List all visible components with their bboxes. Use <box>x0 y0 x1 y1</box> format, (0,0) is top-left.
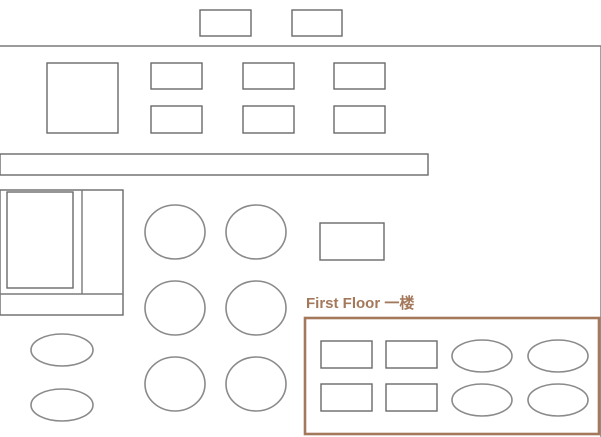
small-table[interactable] <box>242 105 295 134</box>
zone-oval-table[interactable] <box>527 339 589 373</box>
round-table[interactable] <box>225 356 287 412</box>
small-table[interactable] <box>150 105 203 134</box>
oval-table[interactable] <box>30 333 94 367</box>
small-table[interactable] <box>242 62 295 90</box>
zone-table[interactable] <box>320 340 373 369</box>
small-table[interactable] <box>150 62 203 90</box>
small-table[interactable] <box>333 105 386 134</box>
rect-table[interactable] <box>319 222 385 261</box>
first-floor-zone[interactable] <box>303 316 601 436</box>
outer-wall <box>0 45 601 437</box>
service-cabinet <box>6 191 74 289</box>
zone-oval-table[interactable] <box>451 339 513 373</box>
floor-label: First Floor 一楼 <box>306 294 414 312</box>
zone-oval-table[interactable] <box>451 383 513 417</box>
zone-oval-table[interactable] <box>527 383 589 417</box>
zone-table[interactable] <box>320 383 373 412</box>
zone-table[interactable] <box>385 340 438 369</box>
entrance-box[interactable] <box>291 9 343 37</box>
round-table[interactable] <box>144 204 206 260</box>
round-table[interactable] <box>144 356 206 412</box>
square-table[interactable] <box>46 62 119 134</box>
round-table[interactable] <box>144 280 206 336</box>
oval-table[interactable] <box>30 388 94 422</box>
zone-table[interactable] <box>385 383 438 412</box>
entrance-box[interactable] <box>199 9 252 37</box>
round-table[interactable] <box>225 204 287 260</box>
small-table[interactable] <box>333 62 386 90</box>
counter-bar <box>0 153 429 176</box>
round-table[interactable] <box>225 280 287 336</box>
